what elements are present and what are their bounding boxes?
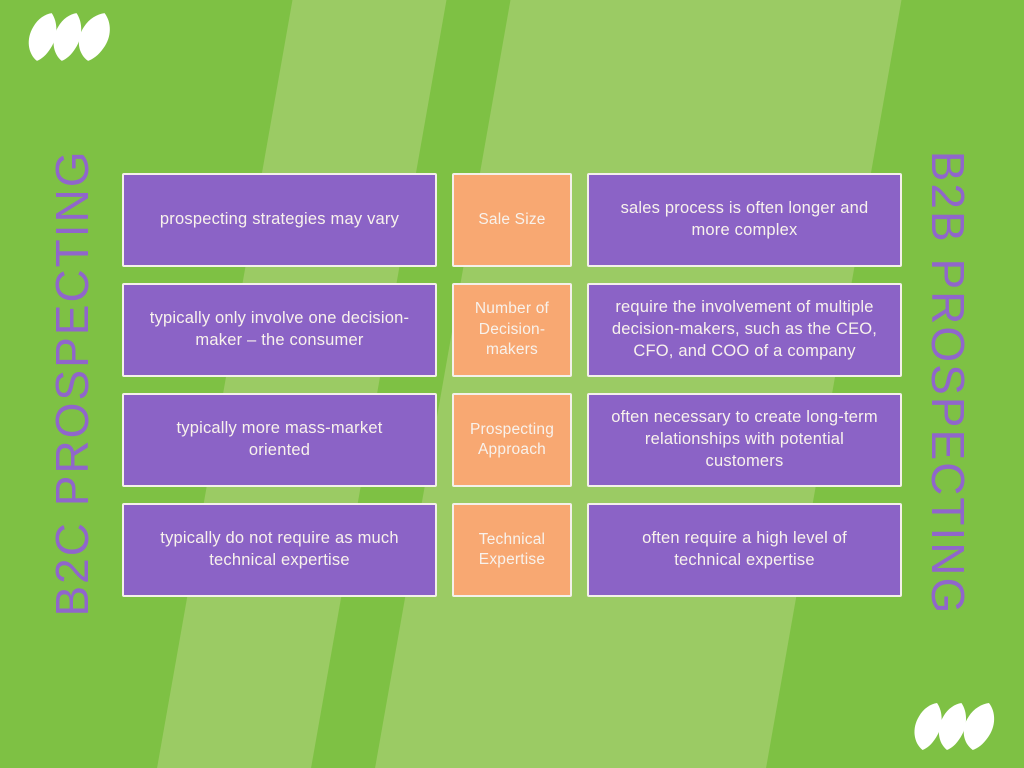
b2c-cell-decision-makers: typically only involve one decision-make… — [122, 283, 437, 377]
triple-slash-logo-icon — [25, 13, 117, 61]
b2c-cell-sale-size: prospecting strategies may vary — [122, 173, 437, 267]
b2c-cell-technical-expertise: typically do not require as much technic… — [122, 503, 437, 597]
b2b-cell-sale-size: sales process is often longer and more c… — [587, 173, 902, 267]
category-cell-sale-size: Sale Size — [452, 173, 572, 267]
triple-slash-logo-icon — [903, 703, 1009, 750]
comparison-grid: prospecting strategies may vary Sale Siz… — [122, 173, 902, 597]
category-cell-technical-expertise: Technical Expertise — [452, 503, 572, 597]
b2c-cell-prospecting-approach: typically more mass-market oriented — [122, 393, 437, 487]
b2b-cell-technical-expertise: often require a high level of technical … — [587, 503, 902, 597]
b2b-cell-decision-makers: require the involvement of multiple deci… — [587, 283, 902, 377]
category-cell-prospecting-approach: Prospecting Approach — [452, 393, 572, 487]
category-cell-decision-makers: Number of Decision-makers — [452, 283, 572, 377]
b2b-cell-prospecting-approach: often necessary to create long-term rela… — [587, 393, 902, 487]
b2c-prospecting-title: B2C PROSPECTING — [46, 149, 98, 617]
b2b-prospecting-title: B2B PROSPECTING — [922, 150, 974, 616]
